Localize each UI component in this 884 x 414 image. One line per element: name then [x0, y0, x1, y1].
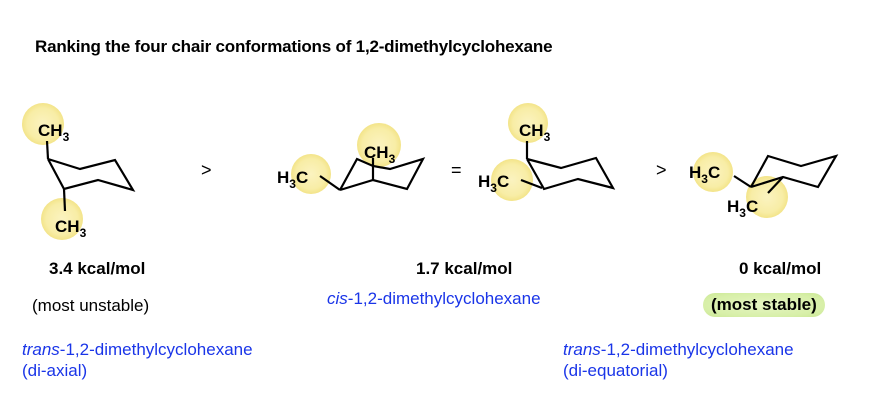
page-title: Ranking the four chair conformations of …: [35, 37, 553, 56]
chair-diaxial: CH3 CH3: [22, 103, 136, 240]
chair-cis-1: H3C CH3: [277, 123, 426, 194]
cis-name-rest: -1,2-dimethylcyclohexane: [347, 289, 541, 308]
svg-text:CH3: CH3: [364, 143, 396, 166]
highlight-circle: [22, 103, 64, 145]
highlight-circle: [508, 103, 548, 143]
highlight-circle: [693, 152, 733, 192]
svg-text:H3C: H3C: [727, 197, 758, 220]
diaxial-sub: (di-axial): [22, 361, 88, 380]
highlight-circle: [491, 159, 533, 201]
svg-text:CH3: CH3: [38, 121, 70, 144]
chair-diequatorial: H3C H3C: [689, 152, 839, 220]
svg-text:H3C: H3C: [478, 172, 509, 195]
cis-prefix: cis: [327, 289, 348, 308]
trans-prefix: trans: [22, 340, 60, 359]
chair-diagrams: CH3 CH3 H3C CH3 CH3 H3C H3C H3C: [22, 103, 839, 240]
energy-label-cis: 1.7 kcal/mol: [416, 259, 513, 278]
highlight-circle: [291, 154, 331, 194]
trans-prefix: trans: [563, 340, 601, 359]
most-stable-badge: (most stable): [703, 293, 825, 317]
svg-text:H3C: H3C: [689, 163, 720, 186]
chair-cis-2: CH3 H3C: [478, 103, 616, 201]
svg-text:H3C: H3C: [277, 168, 308, 191]
energy-label-diaxial: 3.4 kcal/mol: [49, 259, 146, 278]
greater-than-operator: >: [201, 160, 212, 180]
equals-operator: =: [451, 160, 462, 180]
trans-name-rest: -1,2-dimethylcyclohexane: [600, 340, 794, 359]
svg-text:CH3: CH3: [55, 217, 87, 240]
highlight-circle: [746, 176, 788, 218]
trans-diequatorial-name: trans-1,2-dimethylcyclohexane (di-equato…: [563, 339, 794, 381]
trans-name-rest: -1,2-dimethylcyclohexane: [59, 340, 253, 359]
most-unstable-label: (most unstable): [32, 296, 150, 315]
highlight-circle: [357, 123, 401, 167]
cis-name: cis-1,2-dimethylcyclohexane: [327, 288, 541, 309]
diequatorial-sub: (di-equatorial): [563, 361, 668, 380]
trans-diaxial-name: trans-1,2-dimethylcyclohexane (di-axial): [22, 339, 253, 381]
energy-label-diequatorial: 0 kcal/mol: [739, 259, 822, 278]
greater-than-operator: >: [656, 160, 667, 180]
highlight-circle: [41, 198, 83, 240]
svg-text:CH3: CH3: [519, 121, 551, 144]
